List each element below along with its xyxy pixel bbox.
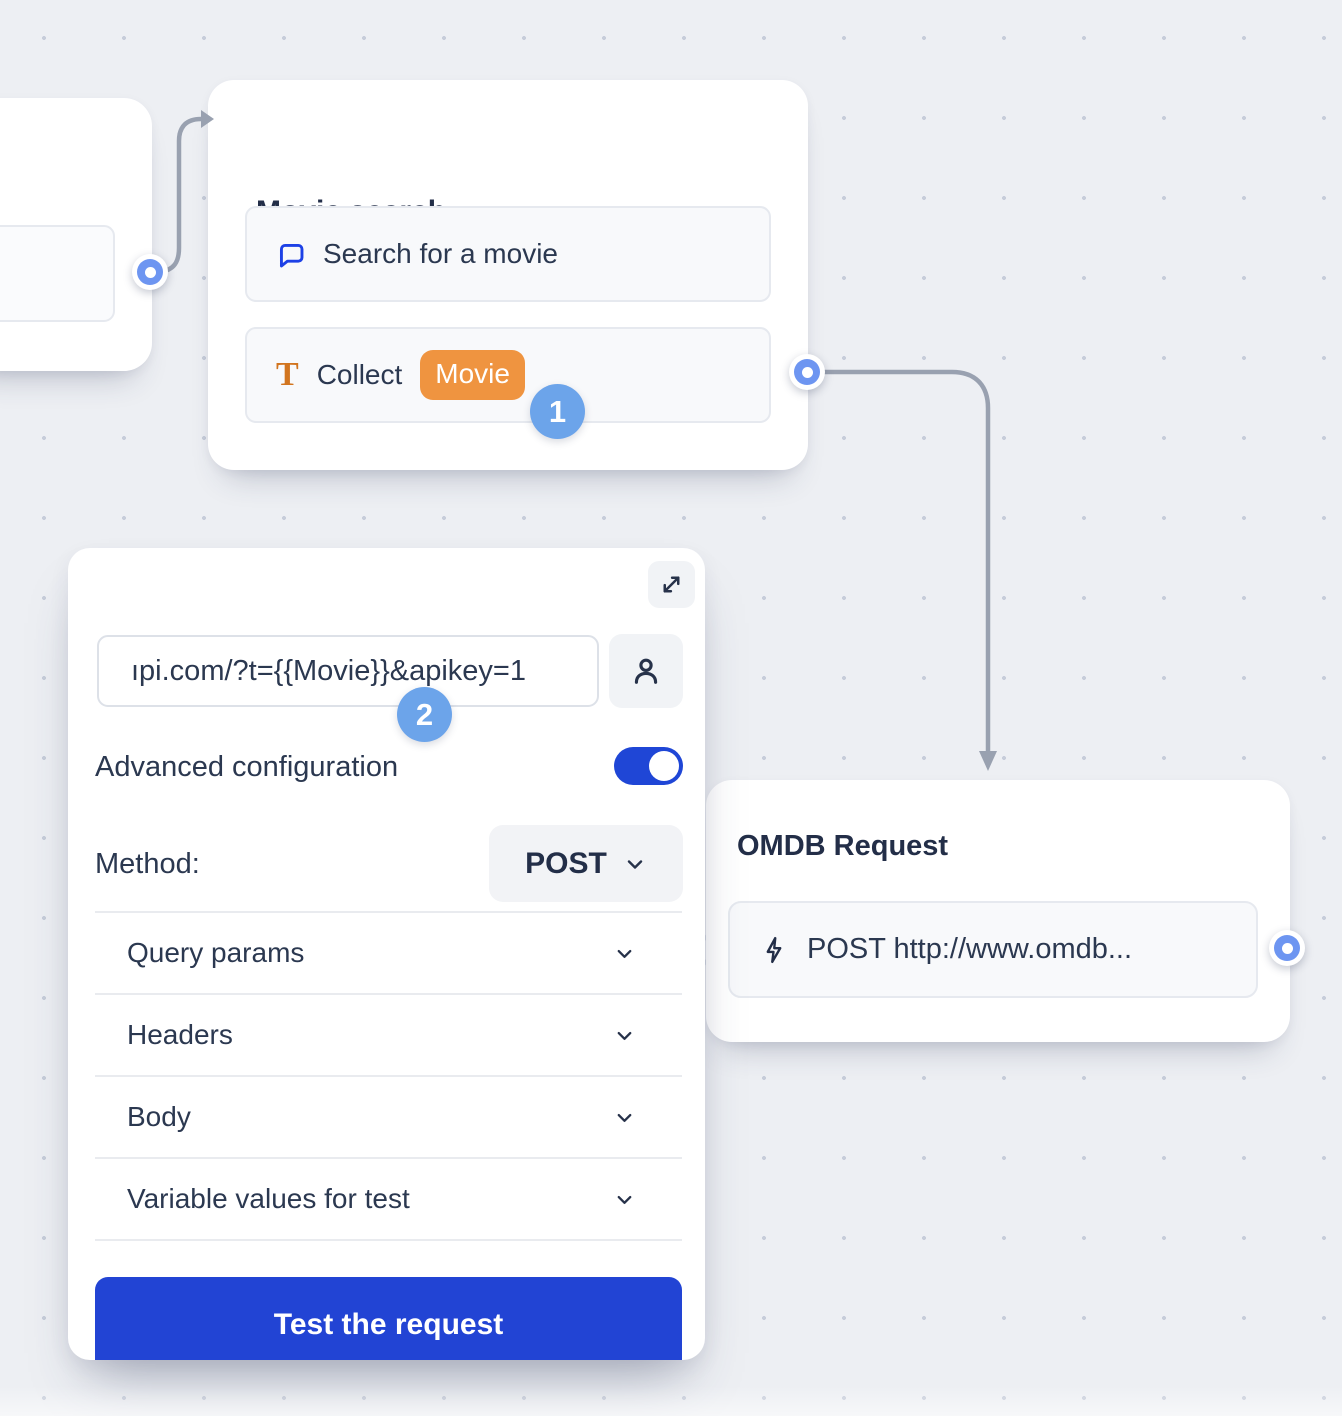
chevron-down-icon <box>627 859 643 869</box>
port-ring-icon <box>794 359 820 385</box>
chevron-down-icon <box>617 1195 632 1204</box>
toggle-knob <box>649 751 679 781</box>
webhook-block-label: POST http://www.omdb... <box>807 933 1133 965</box>
section-query-params[interactable]: Query params <box>95 913 682 995</box>
bottom-fade-overlay <box>0 1386 1342 1416</box>
lightning-icon <box>766 936 782 963</box>
question-block-item[interactable]: Search for a movie <box>245 206 771 302</box>
section-label: Headers <box>127 1019 233 1050</box>
chevron-down-icon <box>617 1113 632 1122</box>
url-input[interactable] <box>97 635 599 707</box>
connector-line-movie-search-to-omdb <box>819 369 991 755</box>
previous-node-item[interactable] <box>0 225 115 322</box>
expand-button[interactable] <box>648 561 695 608</box>
method-value: POST <box>525 846 607 880</box>
output-port-movie-search[interactable] <box>789 354 825 390</box>
movie-search-node-card[interactable]: Movie search Search for a movie T Collec… <box>208 80 808 470</box>
previous-node-card[interactable] <box>0 98 152 371</box>
section-label: Body <box>127 1101 191 1132</box>
output-port-omdb-request[interactable] <box>1269 930 1305 966</box>
section-body[interactable]: Body <box>95 1077 682 1159</box>
section-label: Variable values for test <box>127 1183 410 1214</box>
step-badge-1: 1 <box>530 384 585 439</box>
advanced-configuration-toggle[interactable] <box>614 747 683 785</box>
node-title: OMDB Request <box>737 830 949 862</box>
webhook-block-item[interactable]: POST http://www.omdb... <box>728 901 1258 998</box>
connector-line-previous-to-movie-search <box>157 116 204 275</box>
advanced-configuration-label: Advanced configuration <box>95 751 399 783</box>
collect-variable-block-item[interactable]: T Collect Movie <box>245 327 771 423</box>
section-headers[interactable]: Headers <box>95 995 682 1077</box>
webhook-config-panel[interactable]: 2 Advanced configuration Method: POST Qu… <box>68 548 705 1360</box>
method-label: Method: <box>95 848 200 880</box>
output-port-previous-node[interactable] <box>132 254 168 290</box>
chat-bubble-icon <box>279 243 304 267</box>
question-block-label: Search for a movie <box>323 238 558 269</box>
variable-badge: Movie <box>420 350 525 400</box>
chevron-down-icon <box>617 1031 632 1040</box>
chevron-down-icon <box>617 949 632 958</box>
user-icon <box>634 658 658 684</box>
section-label: Query params <box>127 937 305 968</box>
method-dropdown[interactable]: POST <box>489 825 683 902</box>
omdb-request-node-card[interactable]: OMDB Request POST http://www.omdb... <box>706 780 1290 1042</box>
section-variable-values-for-test[interactable]: Variable values for test <box>95 1159 682 1241</box>
expand-icon <box>663 576 680 593</box>
test-the-request-button[interactable]: Test the request <box>95 1277 682 1360</box>
collect-block-label: Collect <box>316 359 403 390</box>
port-ring-icon <box>137 259 163 285</box>
port-ring-icon <box>1274 935 1300 961</box>
user-variable-button[interactable] <box>609 634 683 708</box>
collapsible-sections: Query params Headers Body Variable value… <box>95 911 682 1241</box>
connector-arrow-down <box>979 751 997 771</box>
step-badge-2: 2 <box>397 687 452 742</box>
text-icon: T <box>276 356 299 393</box>
